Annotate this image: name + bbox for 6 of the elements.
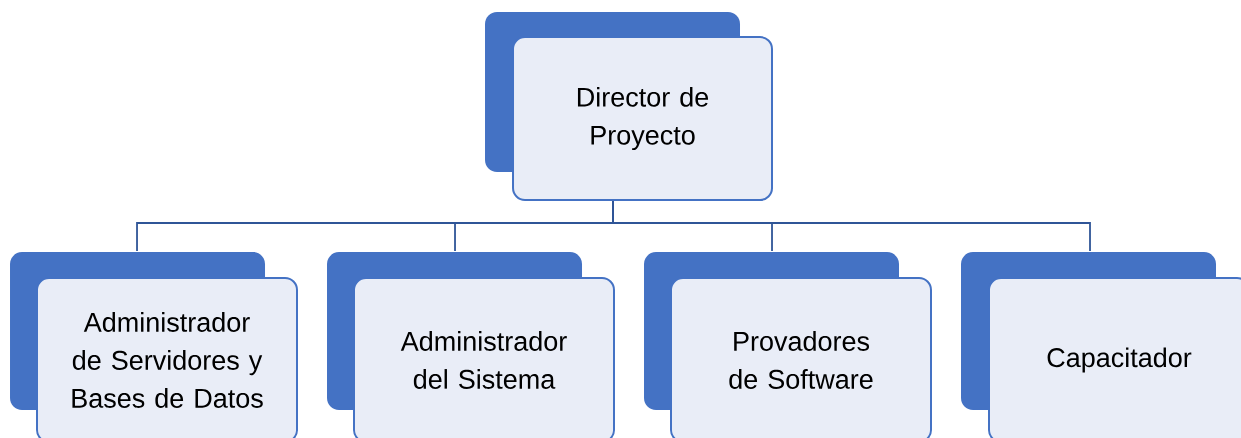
org-box: Director de Proyecto bbox=[485, 12, 773, 201]
org-box: Administrador del Sistema bbox=[327, 252, 615, 438]
org-box: Administrador de Servidores y Bases de Datos bbox=[10, 252, 298, 438]
org-box: Capacitador bbox=[961, 252, 1241, 438]
connector-line bbox=[612, 200, 1091, 252]
org-box: Provadores de Software bbox=[644, 252, 932, 438]
